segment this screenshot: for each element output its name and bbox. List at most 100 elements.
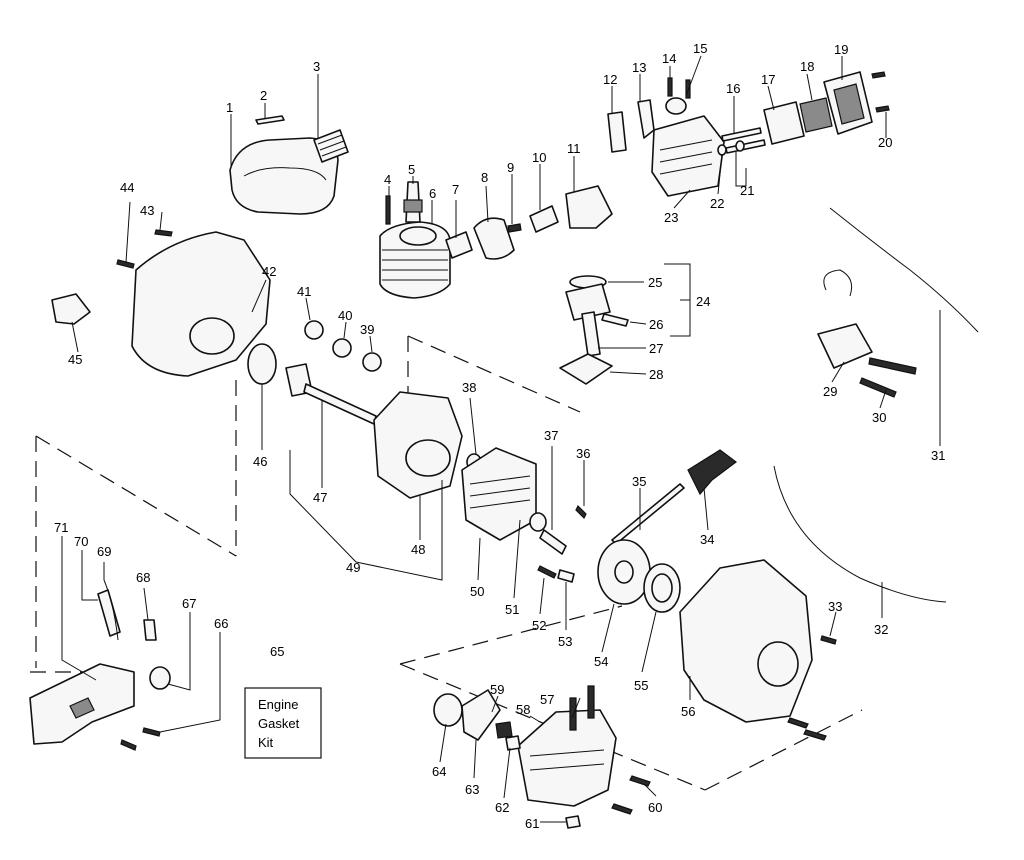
kit-line-2: Gasket (258, 716, 300, 731)
callout-44: 44 (120, 180, 134, 195)
callout-48: 48 (411, 542, 425, 557)
part-69-wire (103, 579, 119, 641)
part-57-screws (569, 685, 595, 731)
part-31-wire (829, 207, 979, 333)
part-5-spark-plug (403, 181, 423, 223)
part-70-gasket (97, 589, 121, 637)
part-6-cylinder (379, 221, 451, 299)
callout-16: 16 (726, 81, 740, 96)
callout-7: 7 (452, 182, 459, 197)
callout-30: 30 (872, 410, 886, 425)
callout-2: 2 (260, 88, 267, 103)
part-8-insulator (473, 217, 515, 260)
callout-34: 34 (700, 532, 714, 547)
callout-14: 14 (662, 51, 676, 66)
callout-58: 58 (516, 702, 530, 717)
part-47-crankshaft (285, 363, 377, 425)
part-9-screw (507, 223, 522, 233)
callout-52: 52 (532, 618, 546, 633)
callout-57: 57 (540, 692, 554, 707)
part-40-bearing (332, 338, 352, 358)
callout-9: 9 (507, 160, 514, 175)
callout-55: 55 (634, 678, 648, 693)
callout-50: 50 (470, 584, 484, 599)
kit-line-3: Kit (258, 735, 274, 750)
callout-46: 46 (253, 454, 267, 469)
callout-70: 70 (74, 534, 88, 549)
part-44-engine-cover (131, 231, 271, 377)
callout-33: 33 (828, 599, 842, 614)
callout-25: 25 (648, 275, 662, 290)
callout-62: 62 (495, 800, 509, 815)
part-53-clip (557, 569, 575, 583)
callout-20: 20 (878, 135, 892, 150)
callout-22: 22 (710, 196, 724, 211)
callout-27: 27 (649, 341, 663, 356)
callout-41: 41 (297, 284, 311, 299)
part-11-carburetor (565, 185, 613, 229)
callout-29: 29 (823, 384, 837, 399)
callout-8: 8 (481, 170, 488, 185)
part-33-screw (820, 635, 837, 645)
callout-15: 15 (693, 41, 707, 56)
callout-51: 51 (505, 602, 519, 617)
callout-63: 63 (465, 782, 479, 797)
part-28-gasket (559, 353, 613, 385)
part-43-screw (154, 229, 173, 237)
part-42-screw (116, 259, 135, 269)
part-22-washers (717, 140, 745, 156)
callout-32: 32 (874, 622, 888, 637)
callout-5: 5 (408, 162, 415, 177)
callout-17: 17 (761, 72, 775, 87)
part-71-screw (120, 739, 137, 751)
part-36-pin (575, 504, 587, 520)
callout-56: 56 (681, 704, 695, 719)
part-4-bolt (385, 195, 391, 225)
callout-24: 24 (696, 294, 710, 309)
callout-28: 28 (649, 367, 663, 382)
part-71-shroud (29, 663, 135, 745)
part-37-shaft (539, 529, 567, 555)
part-51-washer (529, 512, 547, 532)
part-16-bolts (721, 127, 766, 154)
part-46-o-ring (247, 343, 277, 385)
part-68-bolt (143, 619, 157, 641)
part-20-screws (871, 71, 890, 113)
callout-4: 4 (384, 172, 391, 187)
part-58-fan-housing (517, 709, 617, 807)
callout-47: 47 (313, 490, 327, 505)
kit-line-1: Engine (258, 697, 298, 712)
part-55-recoil-spring (643, 563, 681, 613)
part-56-starter-housing (679, 559, 813, 723)
part-24-piston (565, 283, 611, 321)
part-41-bearing (304, 320, 324, 340)
callout-42: 42 (262, 264, 276, 279)
part-3-spring (313, 129, 349, 163)
part-27-connecting-rod (581, 311, 601, 357)
callout-numbers: 1 2 3 4 5 6 7 8 9 10 11 12 13 14 15 16 1… (54, 41, 945, 831)
callout-68: 68 (136, 570, 150, 585)
callout-6: 6 (429, 186, 436, 201)
part-14-screws (667, 77, 691, 99)
part-61-nut (565, 815, 581, 829)
part-34-starter-handle (687, 449, 737, 496)
callout-43: 43 (140, 203, 154, 218)
part-48-crankcase (373, 391, 463, 499)
callout-12: 12 (603, 72, 617, 87)
callout-39: 39 (360, 322, 374, 337)
callout-49: 49 (346, 560, 360, 575)
callout-40: 40 (338, 308, 352, 323)
callout-60: 60 (648, 800, 662, 815)
part-45-bracket (51, 293, 91, 325)
callout-3: 3 (313, 59, 320, 74)
callout-45: 45 (68, 352, 82, 367)
callout-11: 11 (567, 141, 581, 156)
part-15-primer-bulb (665, 97, 687, 115)
part-12-plate (607, 111, 627, 153)
part-62-washer (505, 735, 521, 751)
callout-54: 54 (594, 654, 608, 669)
callout-1: 1 (226, 100, 233, 115)
part-67-nut (149, 666, 171, 690)
callout-59: 59 (490, 682, 504, 697)
part-52-screw (537, 565, 557, 579)
